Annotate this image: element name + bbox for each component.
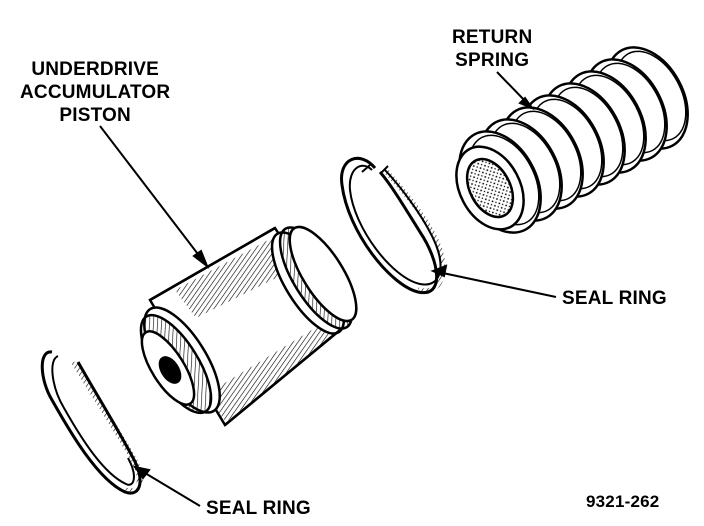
- leader-piston: [99, 125, 205, 263]
- label-piston: UNDERDRIVE ACCUMULATOR PISTON: [20, 58, 170, 127]
- label-seal-ring-right: SEAL RING: [562, 288, 667, 309]
- return-spring: [455, 46, 689, 234]
- leader-seal-bottom: [139, 469, 201, 507]
- leader-spring: [496, 71, 529, 105]
- seal-ring-right: [340, 156, 446, 295]
- label-spring-line2: SPRING: [455, 50, 530, 71]
- label-seal-ring-bottom: SEAL RING: [206, 498, 311, 519]
- seal-ring-left: [40, 350, 143, 495]
- accumulator-piston: [139, 225, 358, 427]
- label-spring-line1: RETURN: [452, 27, 533, 48]
- label-piston-line1: UNDERDRIVE: [31, 59, 159, 80]
- figure-number: 9321-262: [586, 492, 660, 511]
- leader-lines: [99, 71, 557, 507]
- label-return-spring: RETURN SPRING: [452, 26, 532, 72]
- label-piston-line2: ACCUMULATOR: [20, 82, 171, 103]
- leader-seal-right: [437, 271, 557, 298]
- label-piston-line3: PISTON: [59, 105, 131, 126]
